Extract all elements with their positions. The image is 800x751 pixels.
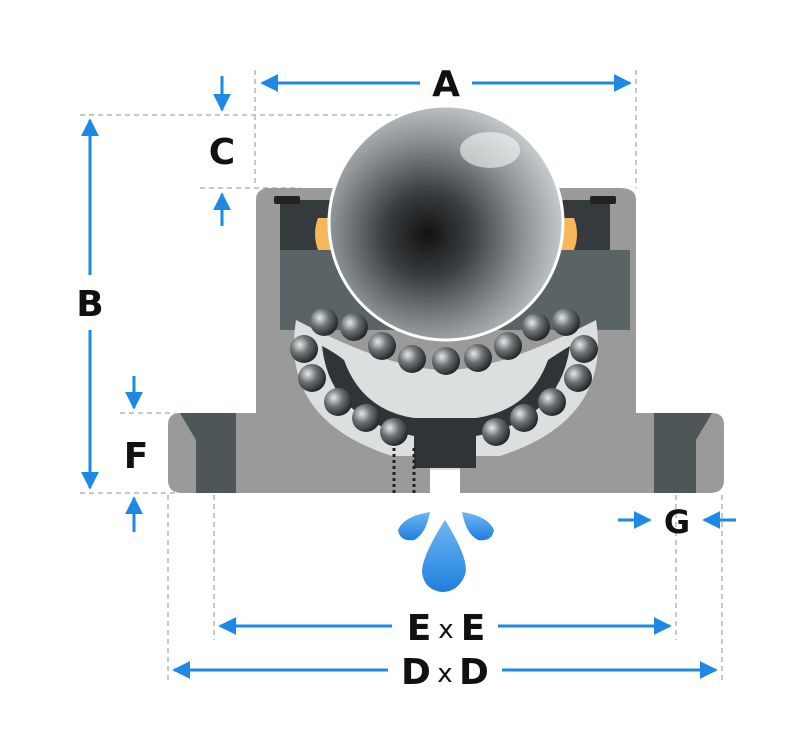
support-ball	[290, 335, 318, 363]
support-ball	[564, 364, 592, 392]
water-drop-left	[398, 512, 430, 541]
support-ball	[352, 404, 380, 432]
support-ball	[380, 418, 408, 446]
right-flange-recess	[654, 413, 712, 493]
main-ball	[327, 104, 565, 342]
dashed-guide-lines	[80, 70, 723, 680]
water-drops	[398, 512, 494, 592]
support-ball	[538, 388, 566, 416]
support-ball	[398, 345, 426, 373]
label-g: G	[664, 503, 690, 541]
label-b: B	[76, 284, 103, 325]
support-ball	[298, 364, 326, 392]
support-ball	[340, 313, 368, 341]
left-seal-cap	[274, 196, 300, 204]
support-ball	[552, 308, 580, 336]
label-d-first: D	[401, 652, 431, 693]
support-balls	[290, 308, 598, 446]
left-flange-recess	[180, 413, 236, 493]
water-drop-right	[462, 512, 494, 541]
ball-highlight	[460, 132, 520, 168]
label-e-times: x	[438, 615, 453, 645]
support-ball	[510, 404, 538, 432]
label-a: A	[432, 64, 460, 105]
support-ball	[310, 308, 338, 336]
label-d-second: D	[459, 652, 489, 693]
support-ball	[464, 344, 492, 372]
label-e-second: E	[461, 608, 486, 649]
label-f: F	[124, 436, 149, 477]
water-drop-large	[422, 520, 466, 592]
label-d-times: x	[437, 659, 452, 689]
dimension-arrows	[81, 74, 736, 679]
right-seal-cap	[590, 196, 616, 204]
support-ball	[522, 313, 550, 341]
dimension-labels: A B C F G E x E D x D	[76, 64, 690, 693]
support-ball	[432, 347, 460, 375]
ball-cup	[294, 320, 598, 470]
support-ball	[324, 388, 352, 416]
label-c: C	[209, 132, 235, 173]
label-e-first: E	[407, 608, 432, 649]
support-ball	[368, 332, 396, 360]
support-ball	[482, 418, 510, 446]
support-ball	[494, 332, 522, 360]
support-ball	[570, 335, 598, 363]
